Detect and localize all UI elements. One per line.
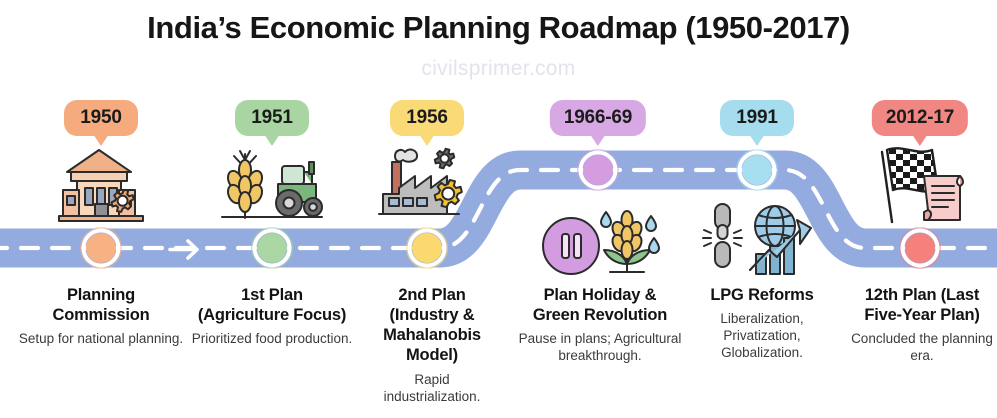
milestone-label-1991: LPG Reforms Liberalization, Privatizatio… bbox=[687, 285, 837, 361]
badge-tail bbox=[590, 134, 606, 146]
milestone-marker-1966-69[interactable] bbox=[577, 149, 619, 191]
milestone-marker-2012-17[interactable] bbox=[899, 227, 941, 269]
page-title: India’s Economic Planning Roadmap (1950-… bbox=[147, 10, 850, 45]
badge-tail bbox=[264, 134, 280, 146]
milestone-marker-1950[interactable] bbox=[80, 227, 122, 269]
direction-arrow-icon bbox=[168, 239, 199, 260]
year-badge-label: 1956 bbox=[406, 107, 448, 128]
milestone-label-2012-17: 12th Plan (Last Five-Year Plan) Conclude… bbox=[848, 285, 996, 364]
badge-tail bbox=[749, 134, 765, 146]
milestone-marker-1951[interactable] bbox=[251, 227, 293, 269]
year-badge-label: 1966-69 bbox=[563, 107, 633, 128]
milestone-description: Concluded the planning era. bbox=[851, 331, 993, 364]
badge-tail bbox=[93, 134, 109, 146]
milestone-label-1966-69: Plan Holiday & Green Revolution Pause in… bbox=[507, 285, 693, 364]
year-badge-1991[interactable]: 1991 bbox=[720, 100, 794, 146]
pause-wheat-water-icon bbox=[540, 196, 666, 283]
year-badge-label: 1991 bbox=[736, 107, 778, 128]
milestone-title: Plan Holiday & Green Revolution bbox=[532, 286, 668, 325]
milestone-description: Pause in plans; Agricultural breakthroug… bbox=[518, 331, 682, 364]
year-badge-1950[interactable]: 1950 bbox=[64, 100, 138, 146]
government-building-gear-icon bbox=[55, 146, 147, 229]
milestone-title: 2nd Plan (Industry & Mahalanobis Model) bbox=[383, 286, 481, 365]
year-badge-label: 2012-17 bbox=[885, 107, 955, 128]
milestone-label-1951: 1st Plan (Agriculture Focus) Prioritized… bbox=[177, 285, 367, 347]
year-badge-1951[interactable]: 1951 bbox=[235, 100, 309, 146]
milestone-description: Prioritized food production. bbox=[191, 331, 353, 347]
year-badge-label: 1950 bbox=[80, 107, 122, 128]
broken-chain-globe-growth-icon bbox=[701, 198, 823, 283]
milestone-label-1950: Planning Commission Setup for national p… bbox=[11, 285, 191, 347]
milestone-title: Planning Commission bbox=[52, 286, 150, 325]
watermark-text: civilsprimer.com bbox=[421, 57, 576, 80]
checkered-flag-scroll-icon bbox=[868, 142, 976, 233]
milestone-title: 12th Plan (Last Five-Year Plan) bbox=[864, 286, 980, 325]
factory-gears-icon bbox=[375, 142, 479, 229]
badge-tail bbox=[419, 134, 435, 146]
milestone-description: Liberalization, Privatization, Globaliza… bbox=[720, 311, 804, 361]
year-badge-2012-17[interactable]: 2012-17 bbox=[871, 100, 969, 146]
milestone-marker-1991[interactable] bbox=[736, 149, 778, 191]
badge-tail bbox=[912, 134, 928, 146]
wheat-tractor-icon bbox=[220, 146, 324, 229]
year-badge-1966-69[interactable]: 1966-69 bbox=[549, 100, 647, 146]
milestone-marker-1956[interactable] bbox=[406, 227, 448, 269]
milestone-title: LPG Reforms bbox=[710, 286, 814, 304]
year-badge-1956[interactable]: 1956 bbox=[390, 100, 464, 146]
year-badge-label: 1951 bbox=[251, 107, 293, 128]
milestone-description: Setup for national planning. bbox=[18, 331, 184, 347]
milestone-description: Rapid industrialization. bbox=[383, 371, 481, 404]
milestone-title: 1st Plan (Agriculture Focus) bbox=[197, 286, 347, 325]
milestone-label-1956: 2nd Plan (Industry & Mahalanobis Model) … bbox=[370, 285, 495, 405]
